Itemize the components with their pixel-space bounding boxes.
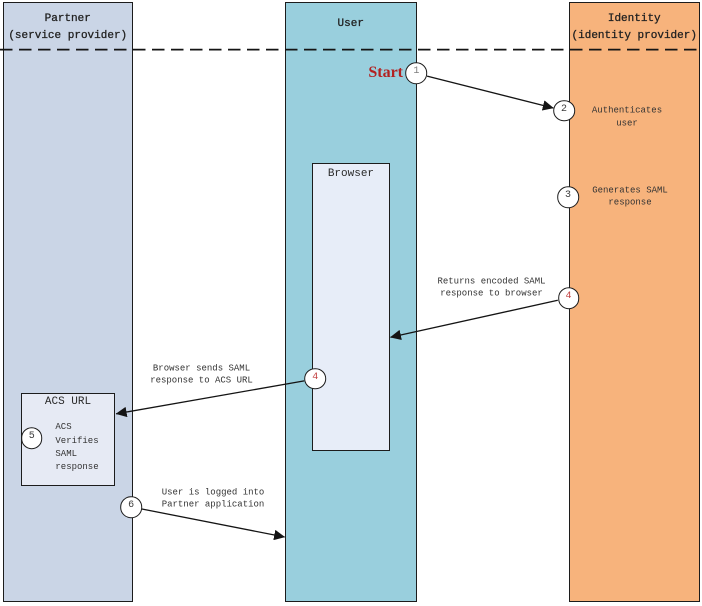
browser-box [312, 163, 390, 451]
label-authenticates-user: Authenticates user [592, 105, 662, 130]
label-user-logged-into: User is logged into Partner application [162, 486, 265, 511]
lane-partner-title-line2: (service provider) [8, 29, 128, 42]
acs-line-4: response [55, 462, 99, 473]
acs-verifies-label: ACS Verifies SAML response [55, 421, 98, 474]
step-circle-1: 1 [405, 62, 428, 85]
lane-identity-title: Identity (identity provider) [569, 11, 700, 45]
lane-partner-title: Partner (service provider) [3, 11, 134, 45]
label-authenticates-line2: user [616, 118, 638, 129]
label-generates-line2: response [608, 197, 652, 208]
step-circle-4-idp: 4 [557, 287, 580, 309]
label-sends-line1: Browser sends SAML [152, 363, 251, 374]
lane-partner [2, 2, 133, 602]
lane-user-title: User [285, 16, 417, 33]
acs-line-2: Verifies [55, 435, 99, 446]
step-circle-5: 5 [21, 427, 43, 449]
label-returns-line1: Returns encoded SAML [437, 275, 546, 286]
arrow-logged-into-partner [141, 508, 286, 541]
lane-partner-title-line1: Partner [44, 12, 91, 25]
label-returns-line2: response to browser [440, 288, 543, 299]
step-circle-4-browser: 4 [304, 368, 327, 390]
label-authenticates-line1: Authenticates [591, 105, 663, 116]
lane-user-title-line1: User [337, 17, 364, 30]
step-circle-6: 6 [120, 496, 142, 518]
acs-line-1: ACS [55, 422, 72, 433]
start-label: Start [368, 63, 403, 81]
lane-identity-title-line1: Identity [607, 12, 661, 25]
label-sends-line2: response to ACS URL [150, 375, 253, 386]
label-generates-line1: Generates SAML [592, 185, 668, 196]
label-generates-saml: Generates SAML response [592, 184, 668, 209]
step-circle-2: 2 [553, 100, 575, 122]
acs-url-box-title: ACS URL [44, 395, 92, 408]
step-circle-3: 3 [557, 186, 579, 209]
label-browser-sends-saml: Browser sends SAML response to ACS URL [150, 362, 253, 387]
label-returns-encoded-saml: Returns encoded SAML response to browser [437, 275, 545, 300]
acs-line-3: SAML [55, 448, 77, 459]
label-logged-line2: Partner application [161, 499, 265, 510]
label-logged-line1: User is logged into [161, 487, 265, 498]
lane-identity-title-line2: (identity provider) [571, 29, 697, 42]
arrow-start-to-authenticate [426, 75, 554, 111]
lane-identity [569, 2, 700, 602]
browser-box-title: Browser [327, 167, 375, 180]
